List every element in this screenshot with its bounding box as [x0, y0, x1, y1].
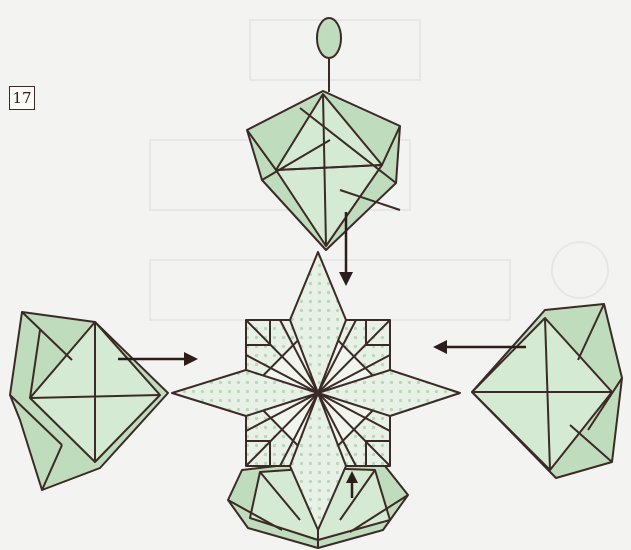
- right-unit: [472, 304, 622, 478]
- left-unit: [10, 312, 168, 490]
- center-star: [172, 252, 460, 530]
- top-unit: [247, 18, 400, 250]
